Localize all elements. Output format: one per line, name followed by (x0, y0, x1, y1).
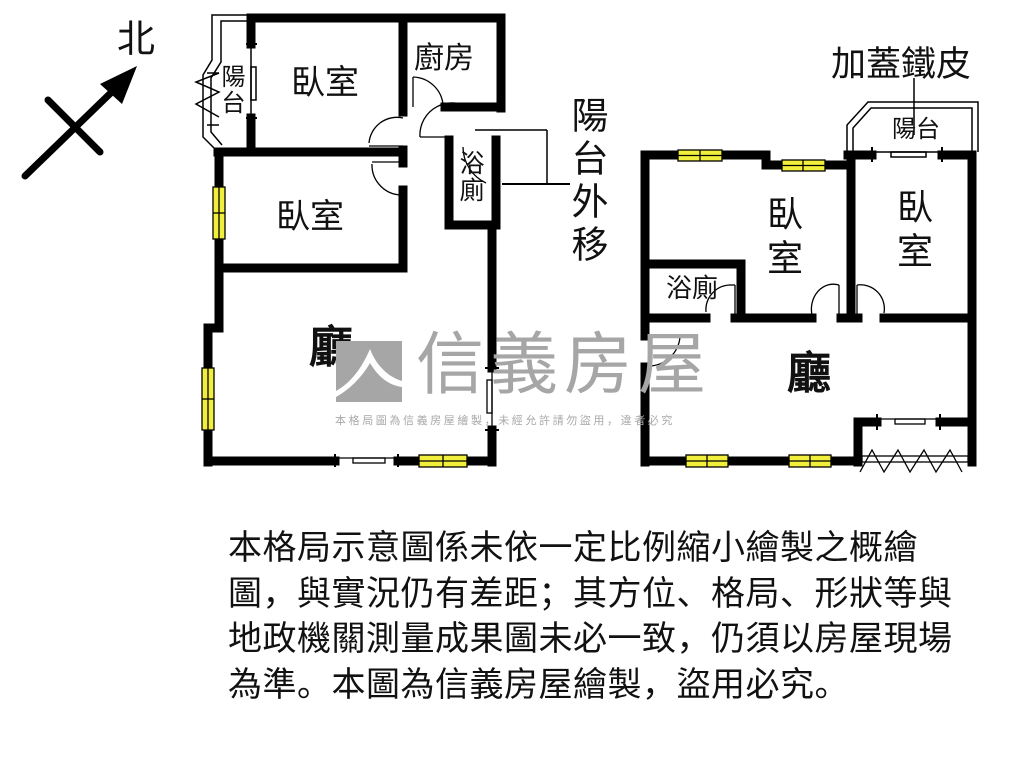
right-living-room-label: 廳 (787, 348, 831, 399)
left-kitchen-label: 廚房 (414, 41, 474, 76)
right-bedroom-1-label: 臥室 (761, 195, 802, 283)
brand-watermark: 信義房屋 (416, 326, 713, 405)
balcony-relocated-annotation: 陽台外移 (565, 96, 608, 268)
disclaimer-text: 本格局示意圖係未依一定比例縮小繪製之概繪圖，與實況仍有差距；其方位、格局、形狀等… (228, 528, 953, 705)
left-bedroom-1-label: 臥室 (291, 63, 359, 103)
left-bathroom-label: 浴廁 (456, 150, 485, 204)
right-windows (677, 149, 832, 468)
left-bedroom-2-label: 臥室 (276, 197, 344, 237)
iron-roof-annotation: 加蓋鐵皮 (831, 45, 972, 85)
left-balcony-outline (194, 14, 257, 153)
left-annotation-leader (475, 129, 570, 185)
right-door-swings (649, 283, 969, 474)
right-bedroom-2-label: 臥室 (891, 188, 932, 276)
left-door-swings (334, 76, 499, 467)
right-bathroom-label: 浴廁 (666, 274, 719, 304)
left-balcony-label: 陽台 (217, 64, 245, 116)
north-label: 北 (117, 17, 156, 61)
watermark-notice: 本格局圖為信義房屋繪製，未經允許請勿盜用，違者必究 (335, 414, 675, 427)
left-plan-walls (203, 13, 506, 467)
left-windows (201, 186, 468, 468)
right-balcony-label: 陽台 (892, 115, 940, 143)
north-arrow-icon (21, 80, 124, 180)
brand-logo-icon (336, 341, 402, 402)
right-balcony-outline (846, 78, 979, 162)
